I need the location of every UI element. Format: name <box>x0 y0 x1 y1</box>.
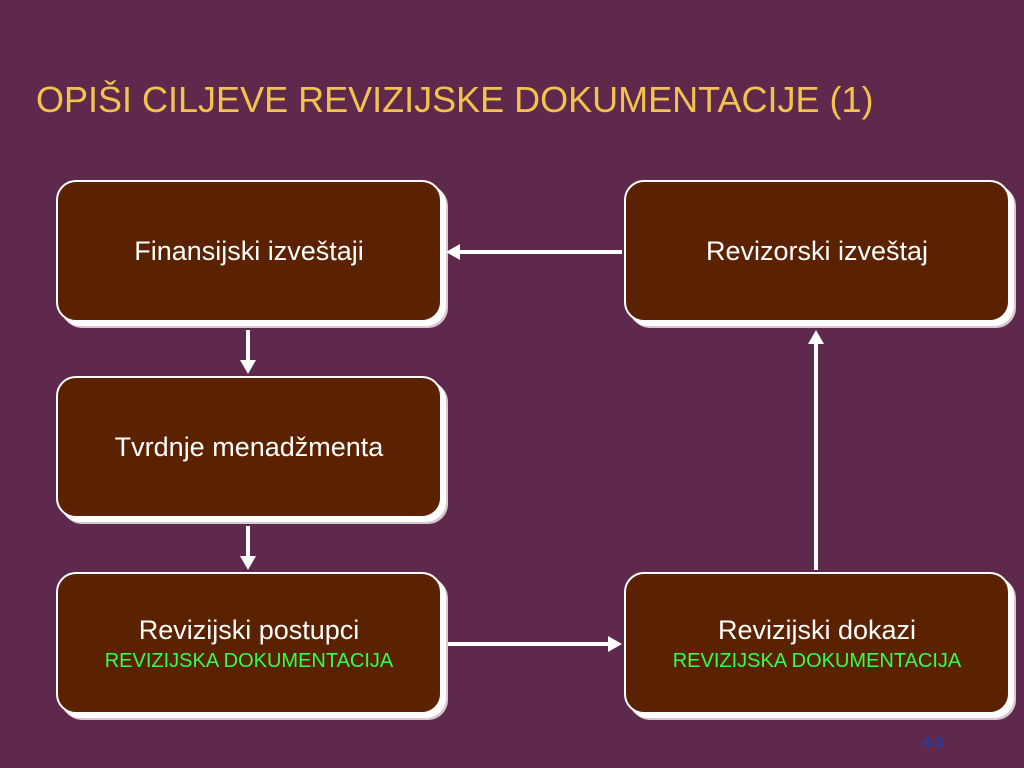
box-audit-procedures-label: Revizijski postupci <box>138 615 360 645</box>
box-audit-evidence-note: REVIZIJSKA DOKUMENTACIJA <box>672 650 962 672</box>
box-audit-evidence-label: Revizijski dokazi <box>717 615 917 645</box>
arrow-financial-statements-to-management-assertions <box>240 330 256 374</box>
arrow-audit-report-to-financial-statements <box>446 244 622 260</box>
arrow-audit-evidence-to-audit-report <box>808 330 824 570</box>
slide-title: OPIŠI CILJEVE REVIZIJSKE DOKUMENTACIJE (… <box>36 79 874 120</box>
box-management-assertions-label: Tvrdnje menadžmenta <box>114 432 384 462</box>
box-financial-statements: Finansijski izveštaji <box>56 180 442 322</box>
box-audit-report: Revizorski izveštaj <box>624 180 1010 322</box>
box-audit-report-label: Revizorski izveštaj <box>705 236 929 266</box>
box-audit-procedures: Revizijski postupci REVIZIJSKA DOKUMENTA… <box>56 572 442 714</box>
box-audit-evidence: Revizijski dokazi REVIZIJSKA DOKUMENTACI… <box>624 572 1010 714</box>
box-financial-statements-label: Finansijski izveštaji <box>134 236 364 266</box>
page-number: 4-3 <box>922 734 944 751</box>
arrow-audit-procedures-to-audit-evidence <box>448 636 622 652</box>
arrow-management-assertions-to-audit-procedures <box>240 526 256 570</box>
box-management-assertions: Tvrdnje menadžmenta <box>56 376 442 518</box>
box-audit-procedures-note: REVIZIJSKA DOKUMENTACIJA <box>104 650 394 672</box>
